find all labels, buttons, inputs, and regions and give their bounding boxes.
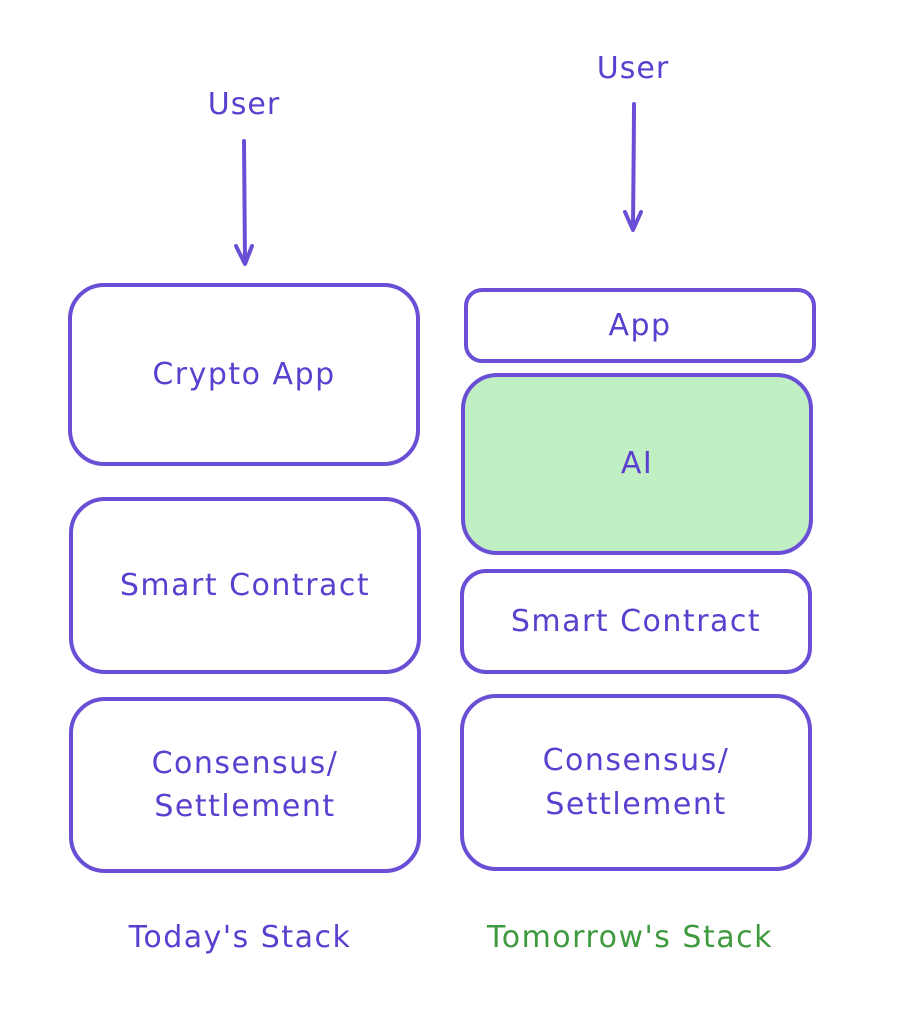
today-user-arrow — [234, 139, 254, 266]
today-consensus-label: Consensus/ Settlement — [151, 745, 339, 825]
tomorrow-app-layer: App — [464, 288, 816, 363]
tomorrow-user-label: User — [596, 50, 670, 86]
tomorrow-consensus-label: Consensus/ Settlement — [542, 743, 730, 822]
today-caption: Today's Stack — [128, 919, 352, 955]
today-crypto-app-layer: Crypto App — [68, 283, 420, 466]
today-consensus-layer: Consensus/ Settlement — [69, 697, 421, 873]
tomorrow-smart-contract-layer: Smart Contract — [460, 569, 812, 674]
tomorrow-user-arrow — [623, 102, 643, 232]
today-user-label: User — [207, 86, 281, 122]
tomorrow-consensus-layer: Consensus/ Settlement — [460, 694, 812, 871]
today-crypto-app-label: Crypto App — [152, 356, 336, 392]
tomorrow-ai-label: AI — [620, 446, 654, 482]
tomorrow-app-label: App — [608, 307, 672, 343]
today-smart-contract-label: Smart Contract — [119, 567, 371, 603]
tomorrow-ai-layer: AI — [461, 373, 813, 555]
tomorrow-caption: Tomorrow's Stack — [486, 919, 773, 955]
tomorrow-smart-contract-label: Smart Contract — [510, 603, 762, 639]
today-smart-contract-layer: Smart Contract — [69, 497, 421, 674]
